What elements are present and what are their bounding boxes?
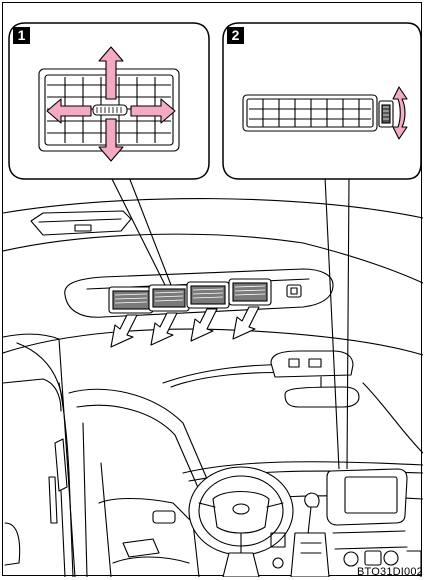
airflow-arrow-4 <box>233 307 259 339</box>
callout-line-2a <box>325 177 339 469</box>
rear-vent-3 <box>187 282 229 308</box>
rear-vent-1 <box>109 287 153 313</box>
callout-line-2b <box>347 177 349 469</box>
panel-1 <box>9 23 209 179</box>
figure-frame: 1 2 <box>2 2 422 576</box>
callout-line-1b <box>129 177 171 285</box>
panel-2-badge: 2 <box>227 27 244 44</box>
vehicle-interior-illustration <box>3 3 423 577</box>
panel-1-badge: 1 <box>13 27 30 44</box>
airflow-arrow-3 <box>191 309 217 341</box>
rear-vent-4 <box>229 279 271 305</box>
rear-vent-2 <box>149 285 189 311</box>
reference-code: BTO31DI002 <box>357 566 423 578</box>
panel-2 <box>223 23 421 179</box>
